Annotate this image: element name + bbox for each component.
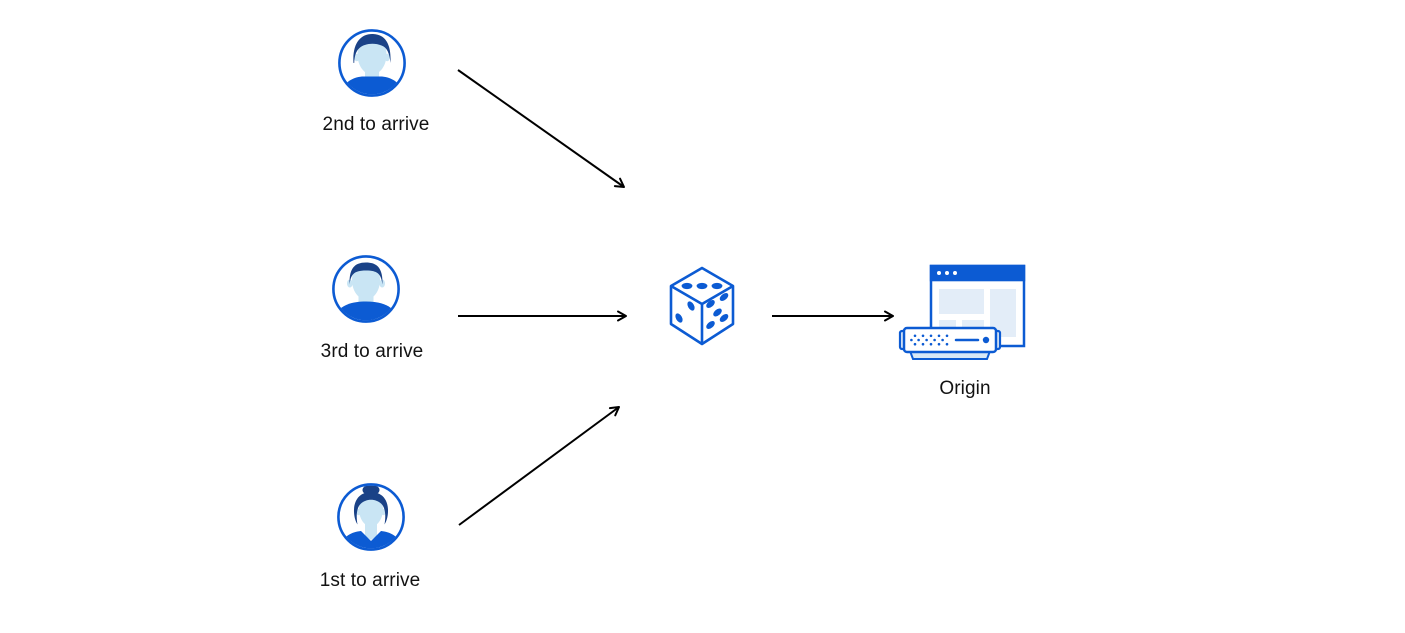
label-3rd-to-arrive: 3rd to arrive — [320, 341, 424, 362]
origin-server-browser-icon — [898, 264, 1026, 360]
avatar-2nd-to-arrive-icon — [338, 29, 406, 97]
origin-label: Origin — [939, 378, 991, 399]
arrow-client2-to-dice — [457, 69, 625, 188]
arrow-client1-to-dice — [458, 406, 620, 526]
dice-icon — [669, 266, 735, 346]
avatar-1st-to-arrive-icon — [337, 483, 405, 551]
label-1st-to-arrive: 1st to arrive — [319, 570, 421, 591]
avatar-3rd-to-arrive-icon — [332, 255, 400, 323]
label-2nd-to-arrive: 2nd to arrive — [322, 114, 430, 135]
